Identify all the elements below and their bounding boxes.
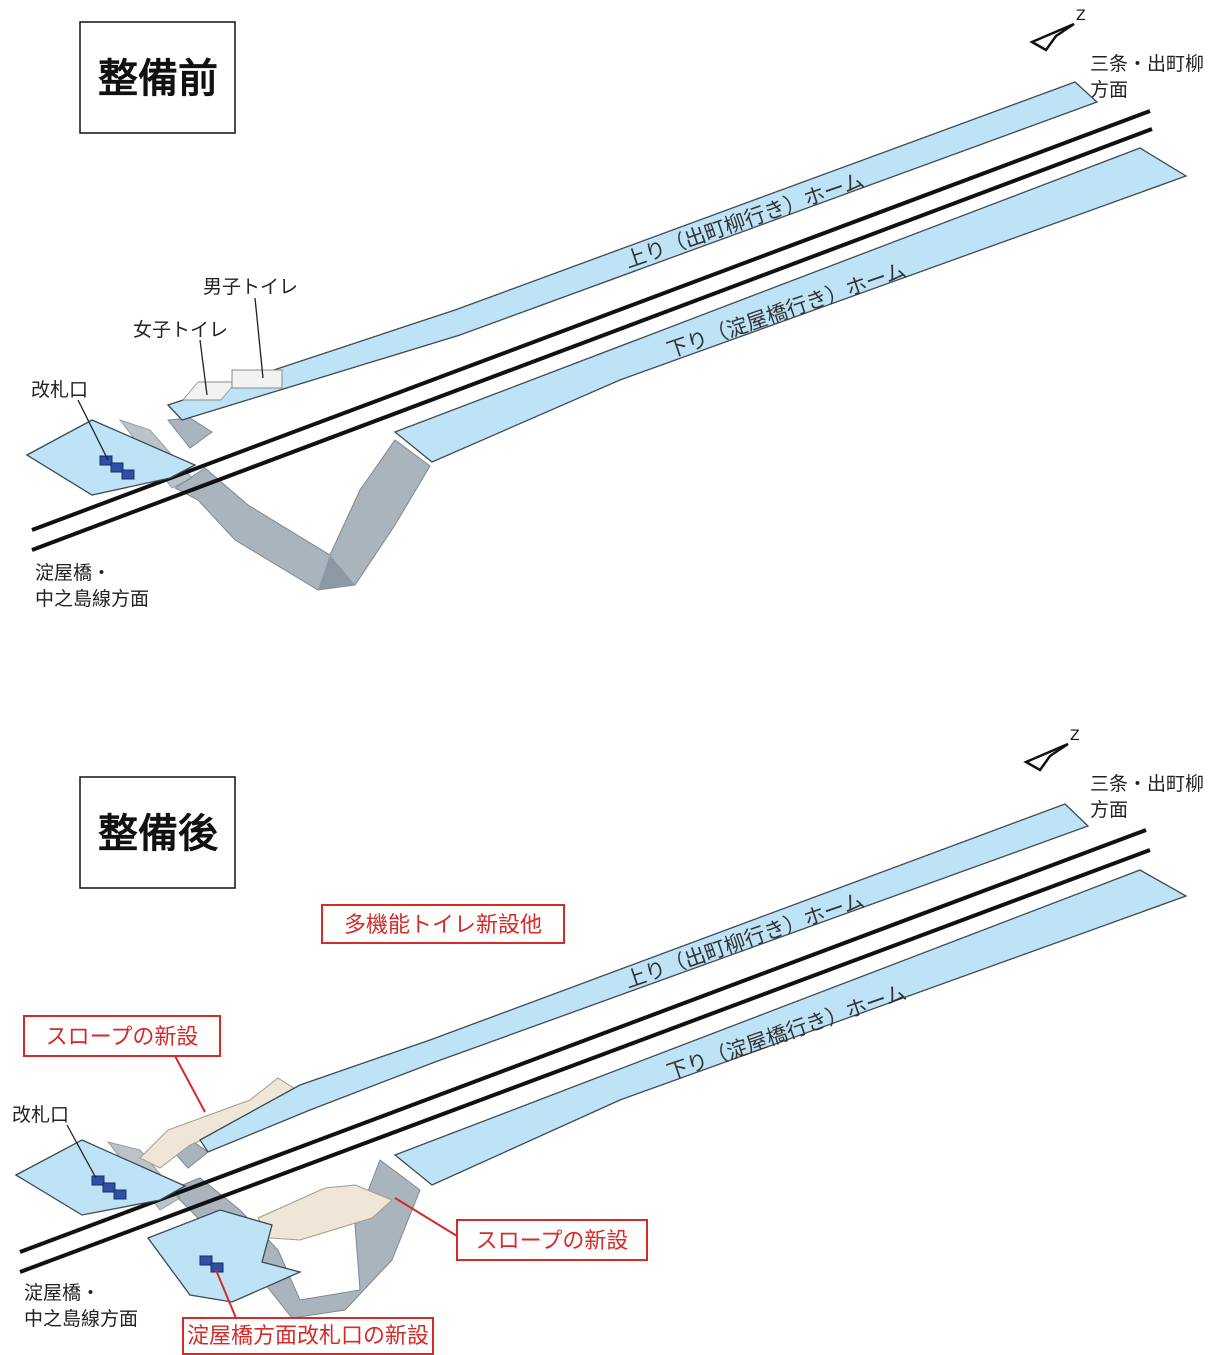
after-callout-toilet: 多機能トイレ新設他 <box>321 904 565 944</box>
after-lower-slope <box>257 1184 393 1241</box>
after-platform-down <box>393 869 1188 1186</box>
after-callout-slope-lower: スロープの新設 <box>394 1197 648 1261</box>
before-toilet-men-leader <box>254 297 264 379</box>
after-direction-northeast-2: 方面 <box>1090 799 1128 821</box>
after-title-box <box>79 776 236 889</box>
after-callout-new-gate-text: 淀屋橋方面改札口の新設 <box>187 1324 429 1349</box>
before-title: 整備前 <box>98 56 218 102</box>
after-north-arrow-icon: Z <box>1023 728 1080 772</box>
before-north-label: Z <box>1076 8 1086 24</box>
before-toilet-women-room <box>181 381 237 401</box>
after-direction-southwest-1: 淀屋橋・ <box>24 1282 100 1304</box>
before-track-2 <box>31 127 1153 552</box>
before-toilet-women-leader <box>199 339 208 396</box>
before-ticket-gates <box>99 455 135 480</box>
after-callout-slope-upper: スロープの新設 <box>23 1015 221 1113</box>
before-platform-down-label: 下り（淀屋橋行き）ホーム <box>664 258 909 363</box>
before-underpass-stairs <box>118 417 431 591</box>
after-platform-up <box>199 803 1090 1153</box>
after-track-1 <box>19 828 1147 1254</box>
after-platform-up-label: 上り（出町柳行き）ホーム <box>622 888 867 993</box>
before-gate-leader <box>77 399 109 461</box>
after-title: 整備後 <box>98 811 219 857</box>
before-platform-up <box>166 81 1099 421</box>
after-ticket-gate-label: 改札口 <box>12 1104 69 1126</box>
before-ticket-gate-label: 改札口 <box>31 379 88 401</box>
before-toilet-women-label: 女子トイレ <box>133 319 228 341</box>
after-gate-leader <box>66 1124 97 1179</box>
after-direction-southwest-2: 中之島線方面 <box>24 1308 138 1330</box>
before-diagram: 整備前 Z 三条・出町柳 方面 淀屋橋・ 中之島線方面 上り（出町柳行き）ホーム… <box>25 8 1204 610</box>
after-callout-new-gate: 淀屋橋方面改札口の新設 <box>182 1269 434 1355</box>
before-direction-southwest-1: 淀屋橋・ <box>35 562 111 584</box>
before-track-1 <box>31 109 1151 532</box>
after-north-label: Z <box>1070 728 1080 744</box>
before-platform-up-label: 上り（出町柳行き）ホーム <box>622 168 867 273</box>
before-direction-southwest-2: 中之島線方面 <box>35 588 149 610</box>
after-diagram: 整備後 Z 三条・出町柳 方面 淀屋橋・ 中之島線方面 上り（出町柳行き）ホーム… <box>12 728 1204 1355</box>
after-new-concourse <box>146 1209 302 1303</box>
after-callout-slope-lower-text: スロープの新設 <box>476 1229 629 1254</box>
before-north-arrow-icon: Z <box>1029 8 1086 52</box>
before-direction-northeast-1: 三条・出町柳 <box>1090 53 1204 75</box>
before-direction-northeast-2: 方面 <box>1090 79 1128 101</box>
before-toilet-men-room <box>231 369 283 389</box>
after-direction-northeast-1: 三条・出町柳 <box>1090 773 1204 795</box>
before-platform-down <box>393 147 1188 463</box>
after-callout-toilet-text: 多機能トイレ新設他 <box>344 913 542 938</box>
after-callout-slope-upper-text: スロープの新設 <box>46 1025 199 1050</box>
after-ticket-gates <box>91 1175 127 1200</box>
before-toilet-men-label: 男子トイレ <box>203 276 298 298</box>
after-track-2 <box>19 848 1151 1274</box>
before-title-box <box>79 21 236 134</box>
